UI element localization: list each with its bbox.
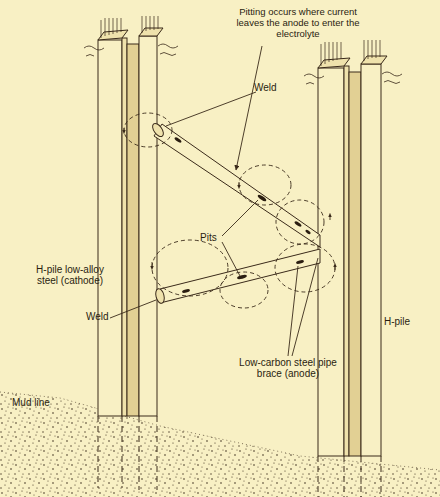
h-pile-right xyxy=(318,40,387,497)
callout-note: Pitting occurs where current leaves the … xyxy=(228,6,368,39)
part-label: Pits xyxy=(200,232,230,243)
part-label: H-pile xyxy=(384,316,434,327)
current-path xyxy=(124,113,335,308)
part-label: Weld xyxy=(86,311,126,322)
h-pile-left xyxy=(98,16,163,490)
part-label: Low-carbon steel pipe brace (anode) xyxy=(238,357,338,379)
pipe-brace xyxy=(150,122,320,305)
water-surface xyxy=(84,44,402,84)
part-label: H-pile low-alloy steel (cathode) xyxy=(28,264,112,286)
leader-line xyxy=(110,46,318,356)
part-label: Mud line xyxy=(12,397,72,408)
pit-marks xyxy=(174,136,311,293)
part-label: Weld xyxy=(254,82,294,93)
